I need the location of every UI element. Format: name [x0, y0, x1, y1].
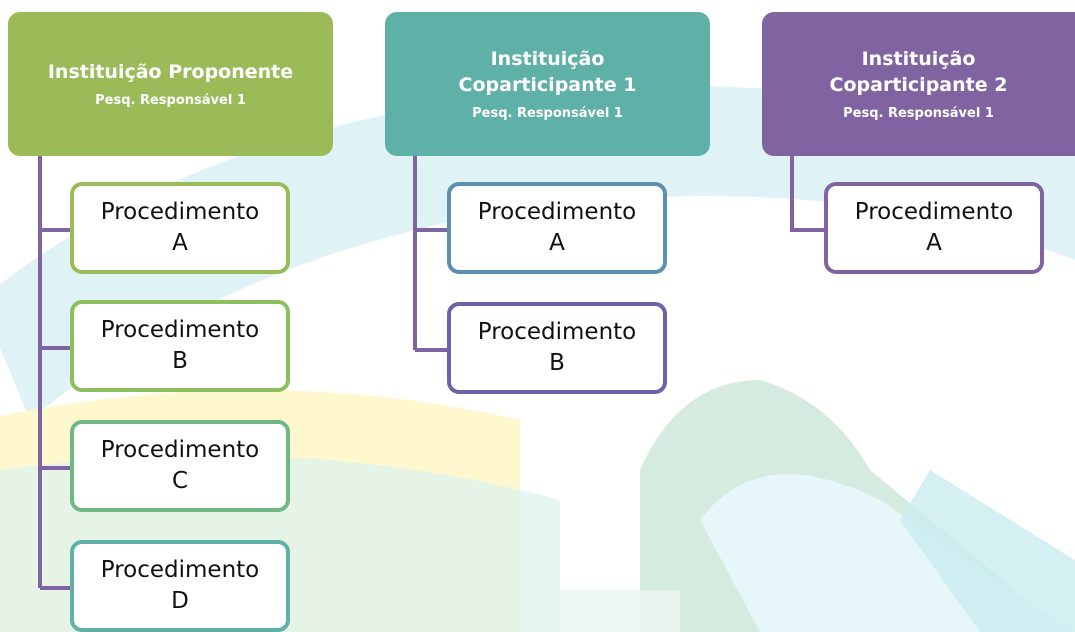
procedure-name: Procedimento — [100, 436, 260, 463]
procedure-box-col2-a: Procedimento A — [447, 182, 667, 274]
header-instituicao-coparticipante-1: Instituição Coparticipante 1 Pesq. Respo… — [385, 12, 710, 156]
institution-name: Instituição Proponente — [47, 60, 294, 83]
procedure-letter: C — [171, 468, 189, 494]
procedure-box-col1-c: Procedimento C — [70, 420, 290, 512]
procedure-box-col3-a: Procedimento A — [824, 182, 1044, 274]
researcher-label: Pesq. Responsável 1 — [472, 106, 623, 122]
procedure-name: Procedimento — [477, 198, 637, 225]
procedure-letter: D — [171, 588, 189, 614]
procedure-box-col1-b: Procedimento B — [70, 300, 290, 392]
institution-name-line2: Coparticipante 2 — [829, 73, 1008, 96]
researcher-label: Pesq. Responsável 1 — [843, 106, 994, 122]
connector-col3 — [790, 156, 824, 232]
procedure-name: Procedimento — [477, 318, 637, 345]
procedure-box-col1-d: Procedimento D — [70, 540, 290, 632]
institution-name-line1: Instituição — [490, 47, 605, 70]
procedure-letter: A — [549, 230, 565, 256]
procedure-name: Procedimento — [100, 198, 260, 225]
connector-col1 — [38, 156, 70, 590]
procedure-box-col1-a: Procedimento A — [70, 182, 290, 274]
procedure-letter: A — [172, 230, 188, 256]
institution-name-line1: Instituição — [861, 47, 976, 70]
procedure-letter: B — [549, 350, 565, 376]
procedure-box-col2-b: Procedimento B — [447, 302, 667, 394]
procedure-letter: A — [926, 230, 942, 256]
connector-col2 — [413, 156, 447, 352]
institution-name-line2: Coparticipante 1 — [458, 73, 637, 96]
procedure-name: Procedimento — [854, 198, 1014, 225]
researcher-label: Pesq. Responsável 1 — [95, 93, 246, 109]
header-instituicao-coparticipante-2: Instituição Coparticipante 2 Pesq. Respo… — [762, 12, 1075, 156]
procedure-letter: B — [172, 348, 188, 374]
procedure-name: Procedimento — [100, 316, 260, 343]
procedure-name: Procedimento — [100, 556, 260, 583]
header-instituicao-proponente: Instituição Proponente Pesq. Responsável… — [8, 12, 333, 156]
